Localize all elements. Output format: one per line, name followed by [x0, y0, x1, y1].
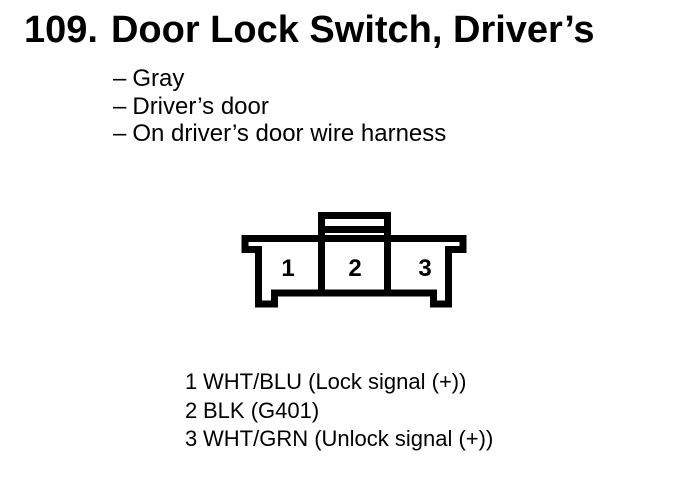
- connector-body-outline: [241, 235, 467, 308]
- cavity-label: 2: [348, 255, 361, 282]
- pin-number: 1: [185, 369, 198, 394]
- cavity-label: 1: [281, 255, 294, 282]
- pinout-row: 1 WHT/BLU (Lock signal (+)): [185, 368, 493, 397]
- item-number: 109.: [24, 9, 98, 51]
- list-item: – Driver’s door: [113, 93, 446, 121]
- detail-list: – Gray – Driver’s door – On driver’s doo…: [113, 65, 446, 148]
- pin-number: 2: [185, 397, 198, 423]
- cavity-label: 3: [418, 255, 431, 282]
- dash-bullet: –: [113, 65, 127, 92]
- detail-text: Driver’s door: [132, 92, 269, 120]
- dash-bullet: –: [113, 92, 127, 120]
- dash-bullet: –: [113, 120, 127, 147]
- connector-latch-outline: [318, 212, 391, 293]
- pin-wire-description: BLK (G401): [203, 397, 320, 423]
- connector-diagram: 1 2 3: [241, 212, 467, 308]
- section-heading: 109. Door Lock Switch, Driver’s: [24, 8, 595, 52]
- detail-text: On driver’s door wire harness: [132, 120, 447, 147]
- pinout-row: 2 BLK (G401): [185, 397, 493, 426]
- detail-text: Gray: [132, 65, 185, 92]
- pinout-row: 3 WHT/GRN (Unlock signal (+)): [185, 425, 493, 454]
- pin-wire-description: WHT/GRN (Unlock signal (+)): [203, 426, 494, 452]
- page-title: Door Lock Switch, Driver’s: [110, 9, 595, 51]
- pin-number: 3: [185, 426, 198, 452]
- list-item: – Gray: [113, 65, 446, 93]
- pin-wire-description: WHT/BLU (Lock signal (+)): [203, 369, 467, 394]
- list-item: – On driver’s door wire harness: [113, 120, 446, 148]
- pinout-list: 1 WHT/BLU (Lock signal (+)) 2 BLK (G401)…: [185, 368, 493, 454]
